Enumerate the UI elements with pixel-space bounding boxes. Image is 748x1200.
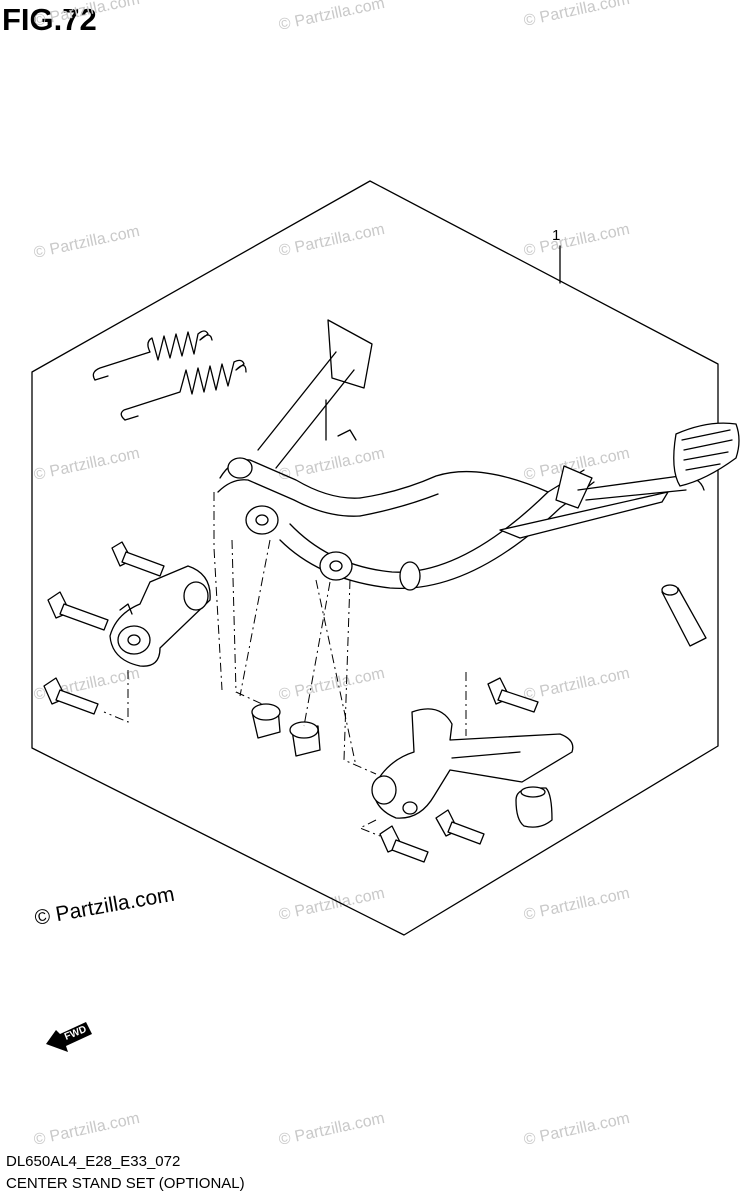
rubber-stopper: [515, 786, 553, 828]
watermark: © Partzilla.com: [277, 1110, 386, 1149]
left-bracket-assembly: [43, 541, 211, 715]
watermark: © Partzilla.com: [277, 445, 386, 484]
figure-title: FIG.72: [2, 2, 97, 37]
model-code: DL650AL4_E28_E33_072: [6, 1153, 181, 1170]
center-stand-frame: [217, 319, 740, 591]
watermark: © Partzilla.com: [522, 665, 631, 704]
watermark-main: © Partzilla.com: [33, 883, 176, 930]
pin-part: [661, 584, 707, 647]
collar-left: [251, 703, 281, 739]
watermark: © Partzilla.com: [522, 1110, 631, 1149]
watermark: © Partzilla.com: [32, 445, 141, 484]
watermark: © Partzilla.com: [522, 221, 631, 260]
watermark: © Partzilla.com: [522, 885, 631, 924]
watermark: © Partzilla.com: [277, 221, 386, 260]
callout-number: 1: [552, 227, 560, 244]
spring-lower: [120, 359, 247, 421]
collar-right: [289, 721, 321, 757]
watermark: © Partzilla.com: [32, 0, 141, 30]
right-bracket-assembly: [371, 677, 574, 863]
watermark: © Partzilla.com: [522, 0, 631, 30]
watermark: © Partzilla.com: [32, 1110, 141, 1149]
watermark: © Partzilla.com: [32, 223, 141, 262]
assembly-guide-lines: [103, 492, 467, 837]
fwd-arrow-icon: FWD: [46, 1022, 92, 1052]
watermark: © Partzilla.com: [277, 0, 386, 34]
assembly-name: CENTER STAND SET (OPTIONAL): [6, 1175, 245, 1192]
watermark: © Partzilla.com: [277, 665, 386, 704]
spring-upper: [92, 330, 213, 381]
kit-outline-box: [31, 180, 719, 936]
